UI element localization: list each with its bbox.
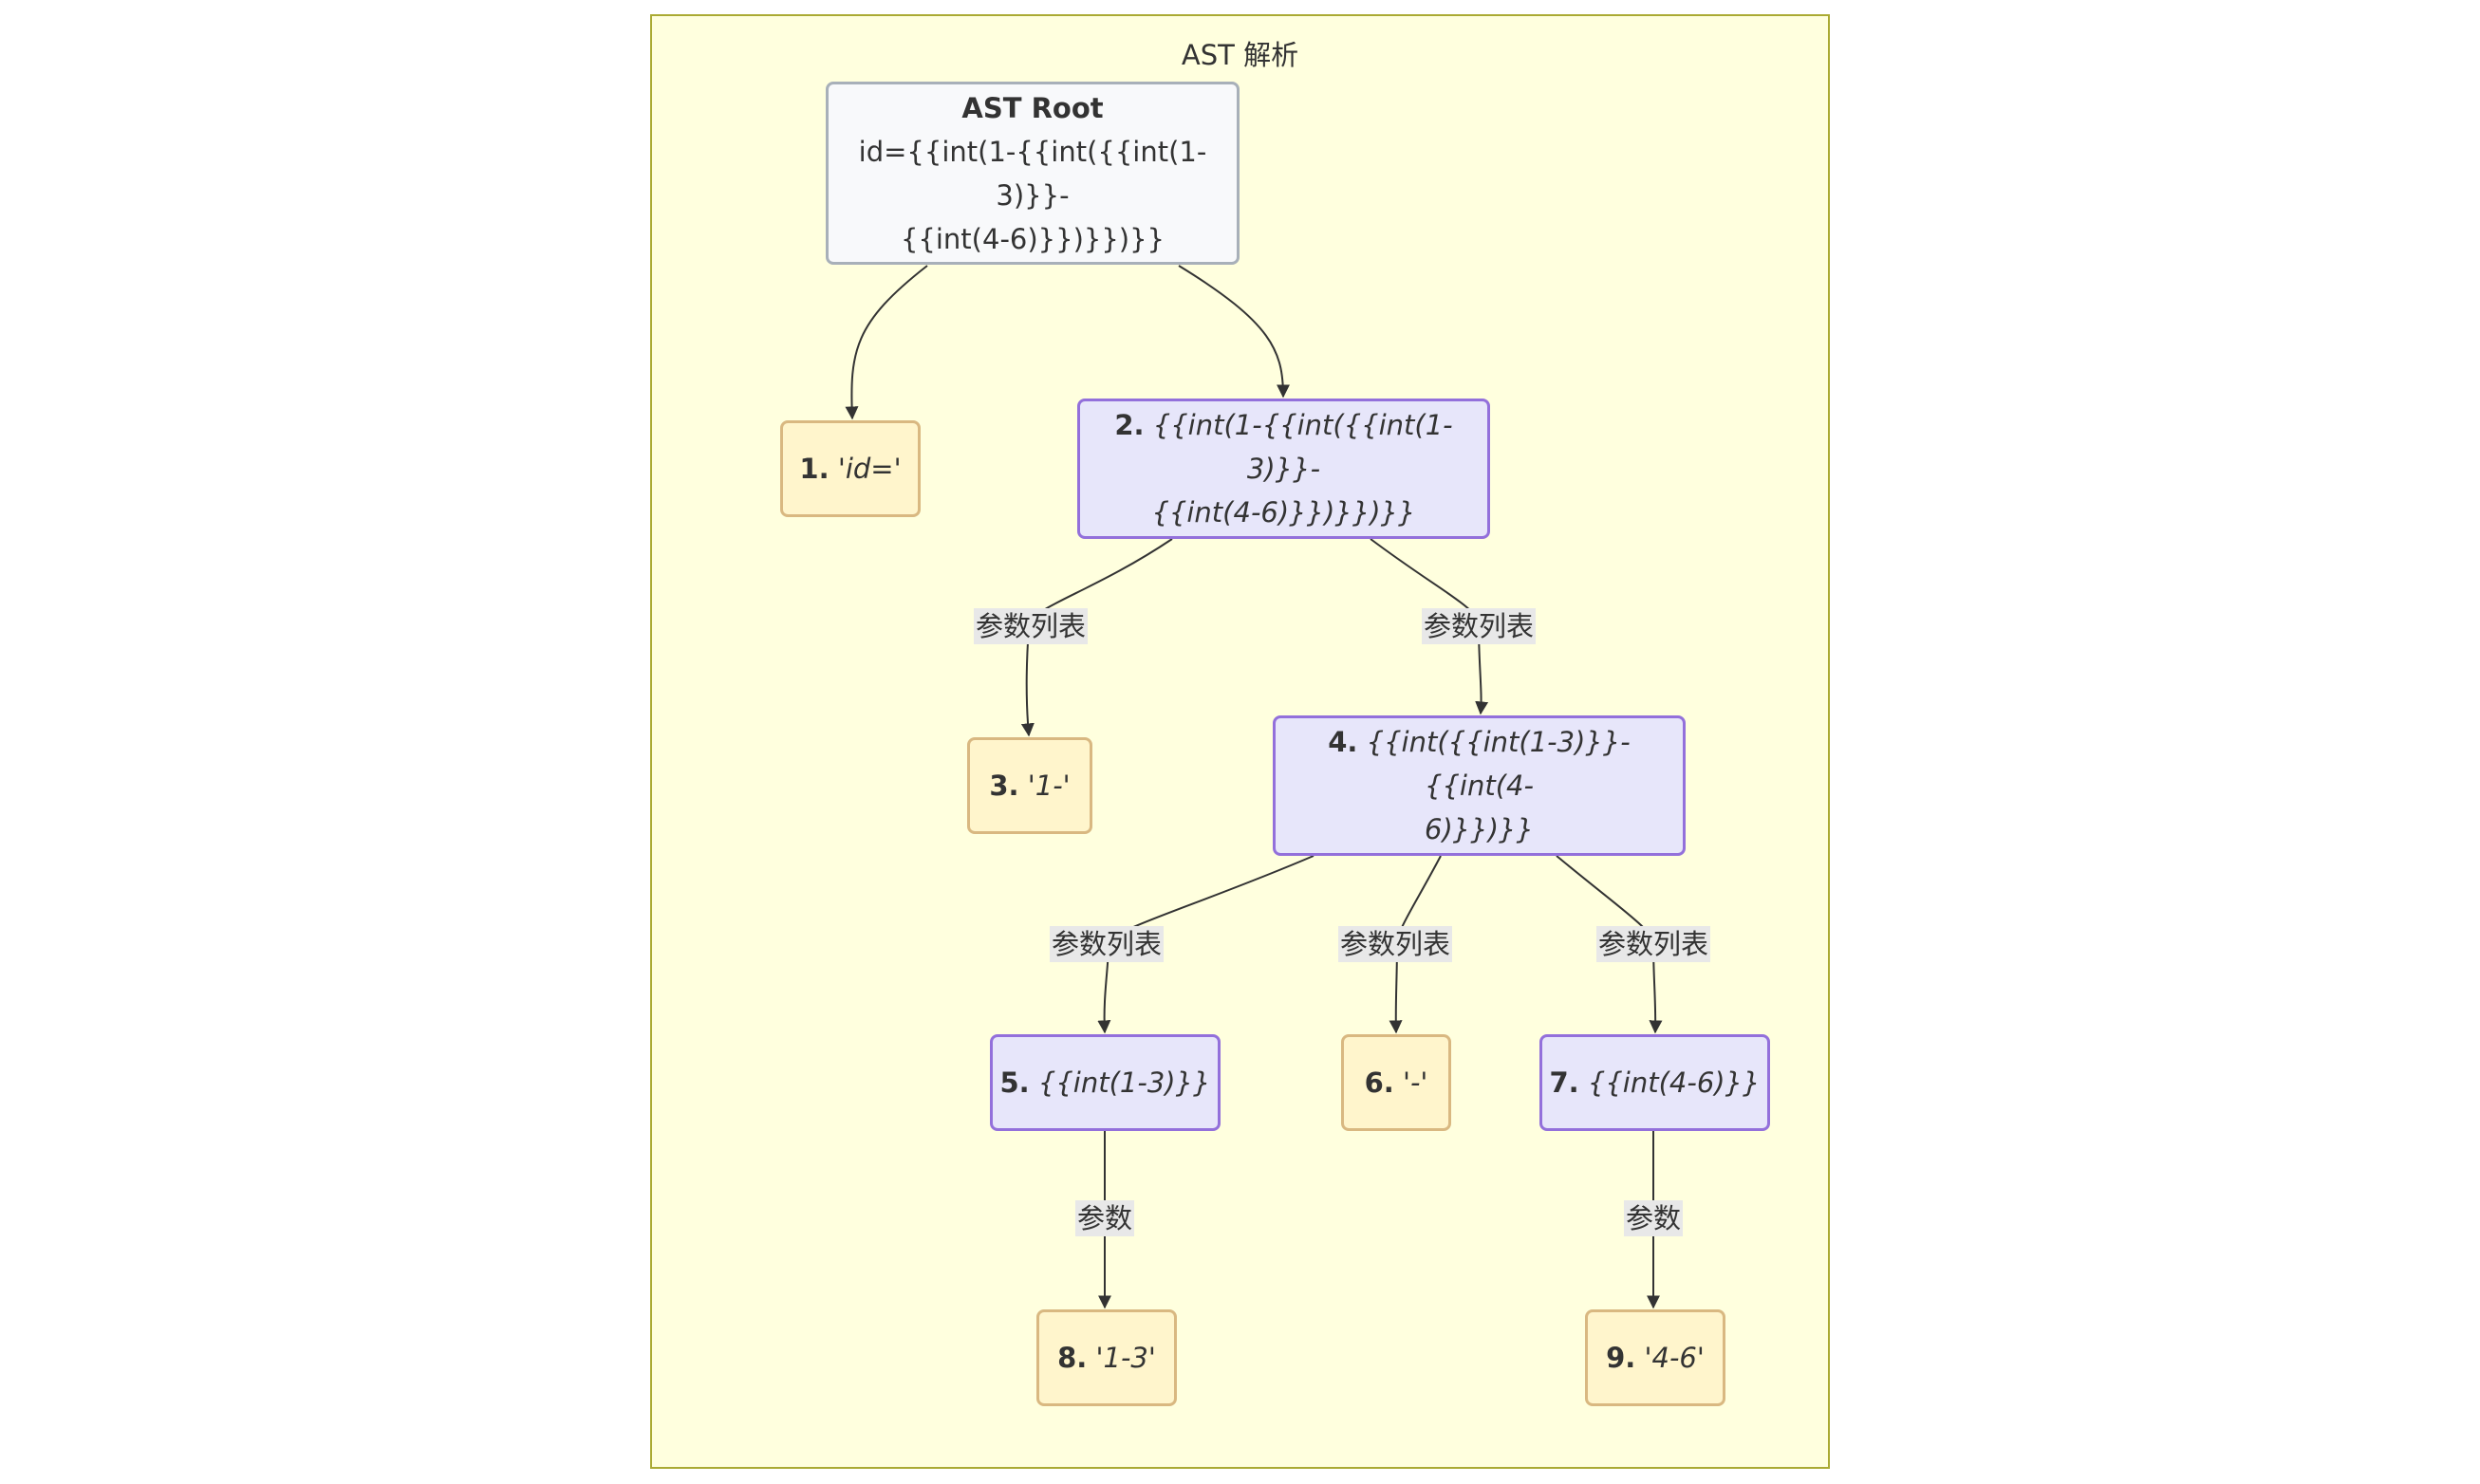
node-value: {{int(1-{{int({{int(1-3)}}- <box>1152 409 1453 485</box>
root-expression-line-2: {{int(4-6)}})}})}} <box>900 222 1165 255</box>
node-5-function: 5. {{int(1-3)}} <box>990 1034 1221 1131</box>
node-number: 3. <box>989 770 1019 802</box>
node-value: '4-6' <box>1644 1342 1705 1374</box>
node-value: 'id=' <box>837 453 902 485</box>
node-9-literal: 9. '4-6' <box>1585 1309 1725 1406</box>
node-number: 8. <box>1057 1342 1088 1374</box>
node-value: {{int(4-6)}} <box>1587 1067 1761 1099</box>
node-6-literal: 6. '-' <box>1341 1034 1451 1131</box>
edge-root-to-2 <box>1178 265 1290 399</box>
node-value: '1-3' <box>1095 1342 1156 1374</box>
root-title: AST Root <box>961 91 1104 124</box>
root-expression-line-1: id={{int(1-{{int({{int(1-3)}}- <box>858 135 1207 212</box>
node-value: '1-' <box>1027 770 1071 802</box>
edge-root-to-1 <box>845 265 928 420</box>
node-value-line-2: {{int(4-6)}})}})}} <box>1151 496 1416 529</box>
ast-root-node: AST Root id={{int(1-{{int({{int(1-3)}}- … <box>826 82 1240 265</box>
edge-label-2-to-3: 参数列表 <box>973 608 1089 644</box>
node-number: 1. <box>799 453 830 485</box>
node-8-literal: 8. '1-3' <box>1036 1309 1177 1406</box>
edge-label-7-to-9: 参数 <box>1623 1200 1684 1236</box>
node-4-function: 4. {{int({{int(1-3)}}-{{int(4- 6)}})}} <box>1273 715 1686 856</box>
node-3-literal: 3. '1-' <box>967 737 1092 834</box>
node-number: 4. <box>1328 726 1358 758</box>
edge-label-4-to-7: 参数列表 <box>1595 926 1711 962</box>
node-number: 2. <box>1114 409 1145 441</box>
node-7-function: 7. {{int(4-6)}} <box>1539 1034 1770 1131</box>
node-value: '-' <box>1403 1067 1428 1099</box>
edge-label-2-to-4: 参数列表 <box>1421 608 1537 644</box>
edge-label-4-to-5: 参数列表 <box>1049 926 1165 962</box>
cluster-title: AST 解析 <box>1181 39 1299 71</box>
node-number: 7. <box>1549 1067 1579 1099</box>
edge-label-4-to-6: 参数列表 <box>1337 926 1453 962</box>
node-value-line-2: 6)}})}} <box>1425 813 1534 845</box>
node-number: 5. <box>999 1067 1030 1099</box>
node-value: {{int(1-3)}} <box>1037 1067 1211 1099</box>
node-value: {{int({{int(1-3)}}-{{int(4- <box>1366 726 1631 802</box>
node-number: 6. <box>1364 1067 1394 1099</box>
node-1-literal: 1. 'id=' <box>780 420 921 517</box>
edge-label-5-to-8: 参数 <box>1074 1200 1135 1236</box>
node-2-function: 2. {{int(1-{{int({{int(1-3)}}- {{int(4-6… <box>1077 399 1490 539</box>
node-number: 9. <box>1606 1342 1636 1374</box>
